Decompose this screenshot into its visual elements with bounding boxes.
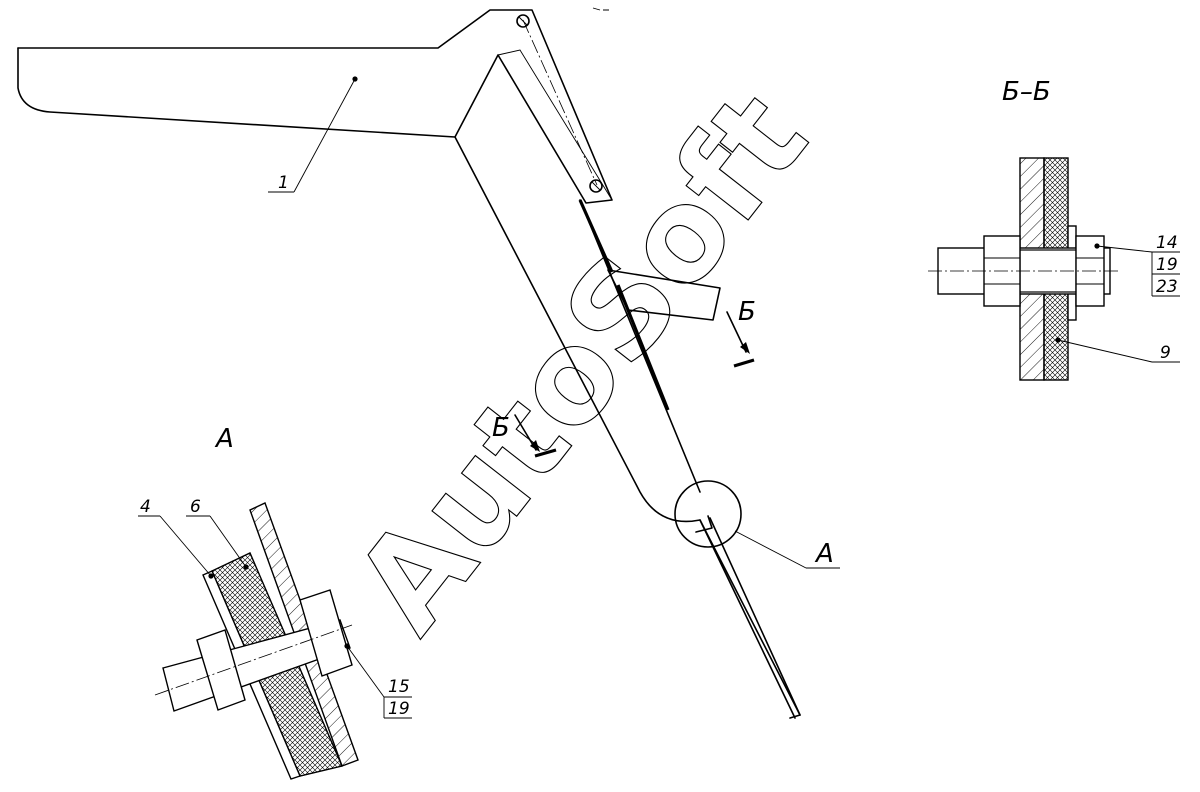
callout-6-leader: [209, 515, 247, 568]
detail-a-bolt-axis: [154, 624, 353, 696]
callout-4-dot: [208, 573, 214, 579]
section-cut-lower-mark: [534, 448, 557, 458]
section-cut-upper-arrowhead: [740, 342, 750, 354]
callout-14-leader: [1096, 245, 1153, 253]
bracket-inner-edge: [497, 49, 613, 201]
lower-pin-cross: [591, 181, 601, 191]
gasket-upper: [578, 199, 614, 273]
section-cut-upper-mark: [733, 358, 755, 368]
watermark-text: AutoSoft: [327, 66, 836, 659]
detail-a-leader: [734, 530, 807, 569]
section-cut-lower-arrowhead: [530, 440, 540, 452]
scan-mark: [592, 7, 609, 11]
detail-a-bolt-tick: [695, 515, 713, 533]
main-view: Б Б А 1: [17, 7, 840, 719]
bracket-lower-edge: [17, 47, 456, 138]
callout-14-label: 14: [1156, 233, 1178, 253]
clamp-plate: [607, 269, 721, 321]
section-arrow-label-upper: Б: [738, 297, 756, 327]
detail-a-bolt: [162, 619, 351, 712]
callout-9-label: 9: [1160, 343, 1171, 363]
callout-6-label: 6: [190, 497, 201, 517]
lower-pin-hole: [589, 179, 603, 193]
bracket-outline: [17, 9, 801, 719]
detail-a-callout: А: [814, 539, 834, 569]
callout-15-label: 15: [388, 677, 410, 697]
callout-6-dot: [243, 564, 249, 570]
upper-pin-hole: [516, 14, 530, 28]
callout-1-leader: [293, 78, 356, 193]
section-bb-title: Б–Б: [1002, 77, 1051, 107]
rod-lower: [699, 519, 796, 719]
detail-a-nut-right: [299, 589, 353, 677]
callout-19-label-bb: 19: [1156, 255, 1178, 275]
callout-23-label: 23: [1156, 277, 1178, 297]
callout-1-label: 1: [278, 173, 289, 193]
callout-19-label: 19: [388, 699, 410, 719]
rod-lower-2: [709, 517, 801, 716]
section-bb-view: Б–Б 14 19 23 9: [928, 77, 1180, 381]
upper-pin-cross: [518, 16, 528, 26]
detail-a-circle: [674, 480, 742, 548]
detail-a-nut-left: [196, 629, 246, 711]
callout-9-leader: [1057, 339, 1153, 363]
callout-4-leader: [159, 515, 212, 577]
detail-a-view: А 4 6 15 19: [138, 424, 412, 780]
section-arrow-label-lower: Б: [492, 413, 510, 443]
slot-centerline: [522, 19, 598, 186]
detail-a-title: А: [214, 424, 234, 454]
callout-15-leader: [346, 645, 385, 698]
callout-4-label: 4: [140, 497, 151, 517]
